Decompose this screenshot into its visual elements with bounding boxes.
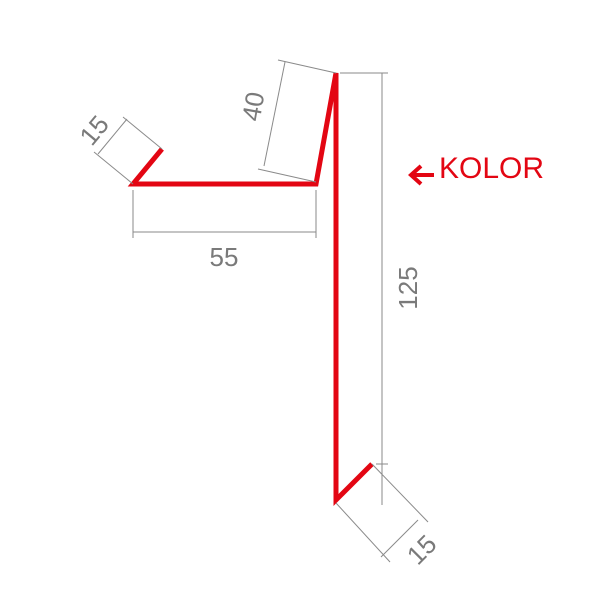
dimension-slope-label: 40	[236, 90, 271, 124]
dimension-slope: 40	[236, 59, 337, 183]
dimension-width: 55	[132, 190, 317, 272]
arrow-left-icon	[408, 164, 434, 186]
dimension-width-label: 55	[210, 242, 239, 272]
color-side-label: KOLOR	[439, 152, 545, 185]
dimension-height: 125	[340, 72, 423, 505]
dimension-flange-bottom-label: 15	[401, 529, 443, 571]
dimension-height-label: 125	[393, 266, 423, 309]
dimension-flange-left: 15	[73, 109, 163, 185]
dimension-flange-bottom: 15	[335, 463, 443, 571]
sheet-profile	[127, 72, 374, 507]
dimension-flange-left-label: 15	[73, 109, 115, 150]
